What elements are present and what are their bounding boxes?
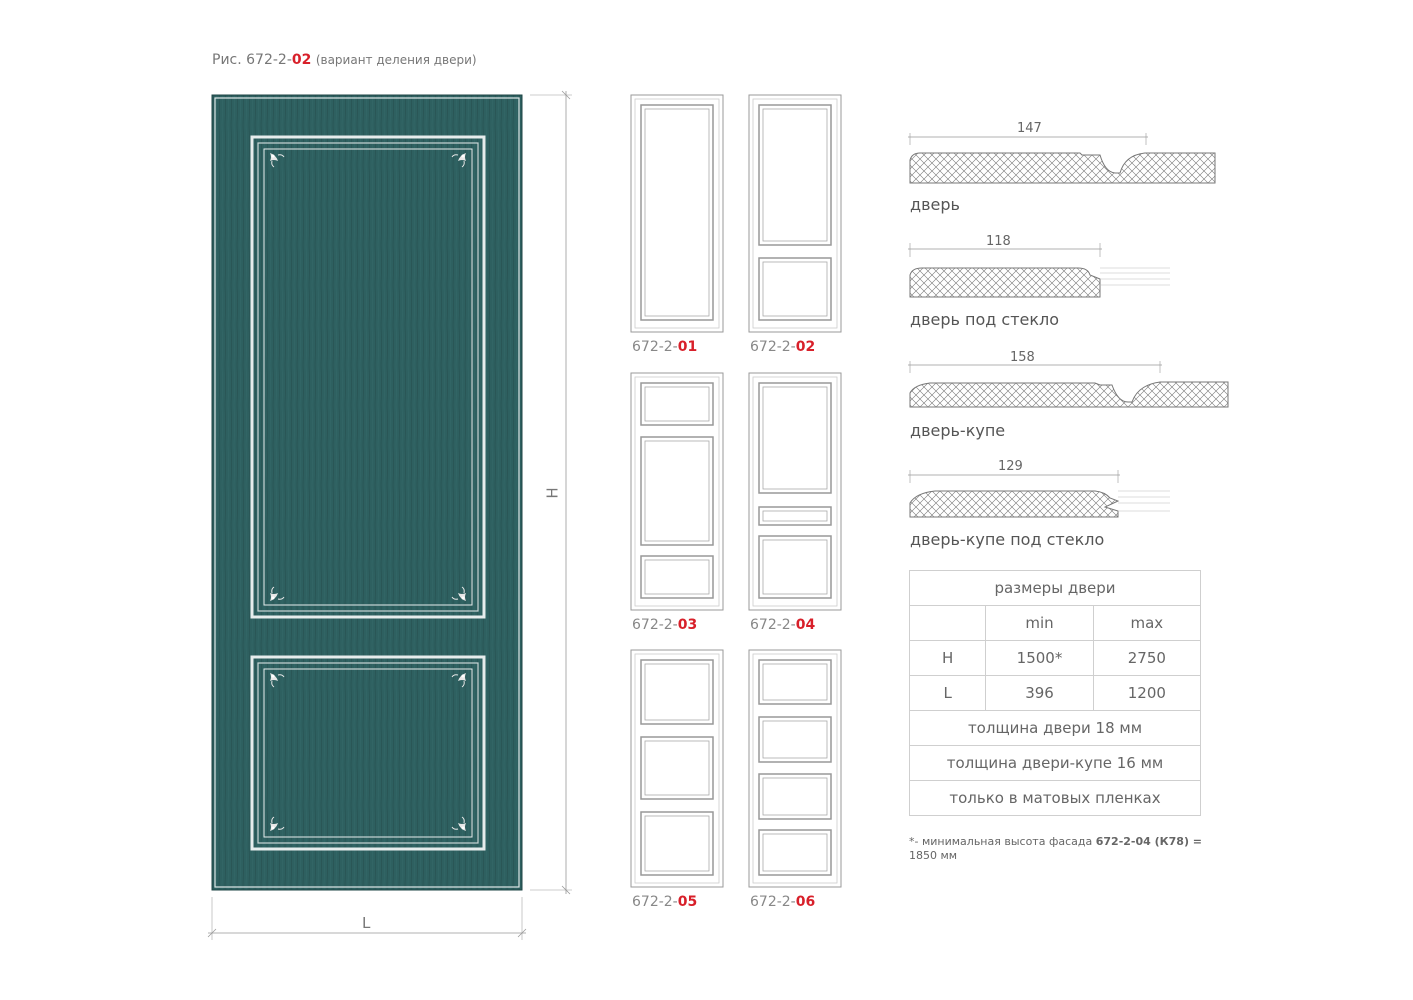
variant-06-code: 06 (795, 894, 816, 910)
table-row: L 396 1200 (908, 675, 1202, 711)
variant-04-code: 04 (795, 617, 816, 633)
profile-coupe-door-name: дверь-купе (910, 421, 1006, 440)
footnote: *- минимальная высота фасада 672-2-04 (К… (909, 835, 1209, 863)
variant-02-label: 672-2-02 (750, 339, 815, 355)
variant-01-drawing (630, 94, 724, 333)
profile-door-glass (908, 243, 1170, 298)
table-title-row: размеры двери (909, 570, 1201, 606)
height-label: H (543, 487, 562, 499)
profile-door (908, 133, 1216, 184)
variant-01-prefix: 672-2- (632, 339, 678, 355)
upper-panel (250, 135, 486, 619)
row-max: 2750 (1092, 640, 1202, 676)
profile-door-name: дверь (910, 195, 960, 214)
table-row: H 1500* 2750 (908, 640, 1202, 676)
caption-number: 02 (291, 52, 312, 68)
footnote-bold: 672-2-04 (К78) = (1095, 835, 1203, 848)
variant-05-prefix: 672-2- (632, 894, 678, 910)
variant-03-prefix: 672-2- (632, 617, 678, 633)
profile-door-glass-name: дверь под стекло (910, 310, 1060, 329)
variant-01-label: 672-2-01 (632, 339, 697, 355)
profile-door-glass-dimension: 118 (986, 234, 1011, 249)
variant-05-code: 05 (677, 894, 698, 910)
variant-01-code: 01 (677, 339, 698, 355)
variant-02-prefix: 672-2- (750, 339, 796, 355)
row-min: 1500* (985, 640, 1094, 676)
table-note: только в матовых пленках (909, 780, 1201, 816)
lower-panel (250, 655, 486, 851)
variant-04-prefix: 672-2- (750, 617, 796, 633)
variant-03-code: 03 (677, 617, 698, 633)
row-min: 396 (985, 675, 1094, 711)
variant-05-drawing (630, 649, 724, 888)
table-note: толщина двери-купе 16 мм (909, 745, 1201, 781)
caption-prefix: Рис. 672-2- (212, 52, 292, 68)
row-max: 1200 (1092, 675, 1202, 711)
table-header-min: min (985, 605, 1094, 641)
table-note-row: только в матовых пленках (909, 780, 1201, 816)
door-sizes-table: размеры двери min max H 1500* 2750 L 396… (908, 570, 1202, 816)
variant-06-label: 672-2-06 (750, 894, 815, 910)
variant-03-drawing (630, 372, 724, 611)
profile-coupe-door-dimension: 158 (1010, 350, 1035, 365)
table-note-row: толщина двери-купе 16 мм (909, 745, 1201, 781)
profiles-drawing (908, 133, 1229, 518)
table-header-row: min max (908, 605, 1202, 641)
variant-06-drawing (748, 649, 842, 888)
variant-06-prefix: 672-2- (750, 894, 796, 910)
row-label: L (908, 675, 987, 711)
variant-04-drawing (748, 372, 842, 611)
figure-caption: Рис. 672-2-02 (вариант деления двери) (212, 52, 477, 68)
profile-door-dimension: 147 (1017, 121, 1042, 136)
door-variants-grid (630, 94, 842, 888)
profile-coupe-door-glass (908, 470, 1170, 518)
profile-coupe-door (908, 361, 1229, 408)
width-label: L (362, 914, 371, 932)
variant-04-label: 672-2-04 (750, 617, 815, 633)
profile-coupe-door-glass-name: дверь-купе под стекло (910, 530, 1105, 549)
variant-03-label: 672-2-03 (632, 617, 697, 633)
width-dimension (207, 897, 527, 940)
variant-02-code: 02 (795, 339, 816, 355)
main-door-drawing (207, 90, 572, 940)
table-header-empty (908, 605, 987, 641)
caption-note: (вариант деления двери) (315, 53, 477, 67)
table-header-max: max (1092, 605, 1202, 641)
row-label: H (908, 640, 987, 676)
footnote-suffix: 1850 мм (909, 849, 958, 862)
table-note-row: толщина двери 18 мм (909, 710, 1201, 746)
table-note: толщина двери 18 мм (909, 710, 1201, 746)
variant-05-label: 672-2-05 (632, 894, 697, 910)
variant-02-drawing (748, 94, 842, 333)
table-title: размеры двери (909, 570, 1201, 606)
profile-coupe-door-glass-dimension: 129 (998, 459, 1023, 474)
footnote-prefix: *- минимальная высота фасада (909, 835, 1096, 848)
height-dimension (530, 90, 572, 895)
